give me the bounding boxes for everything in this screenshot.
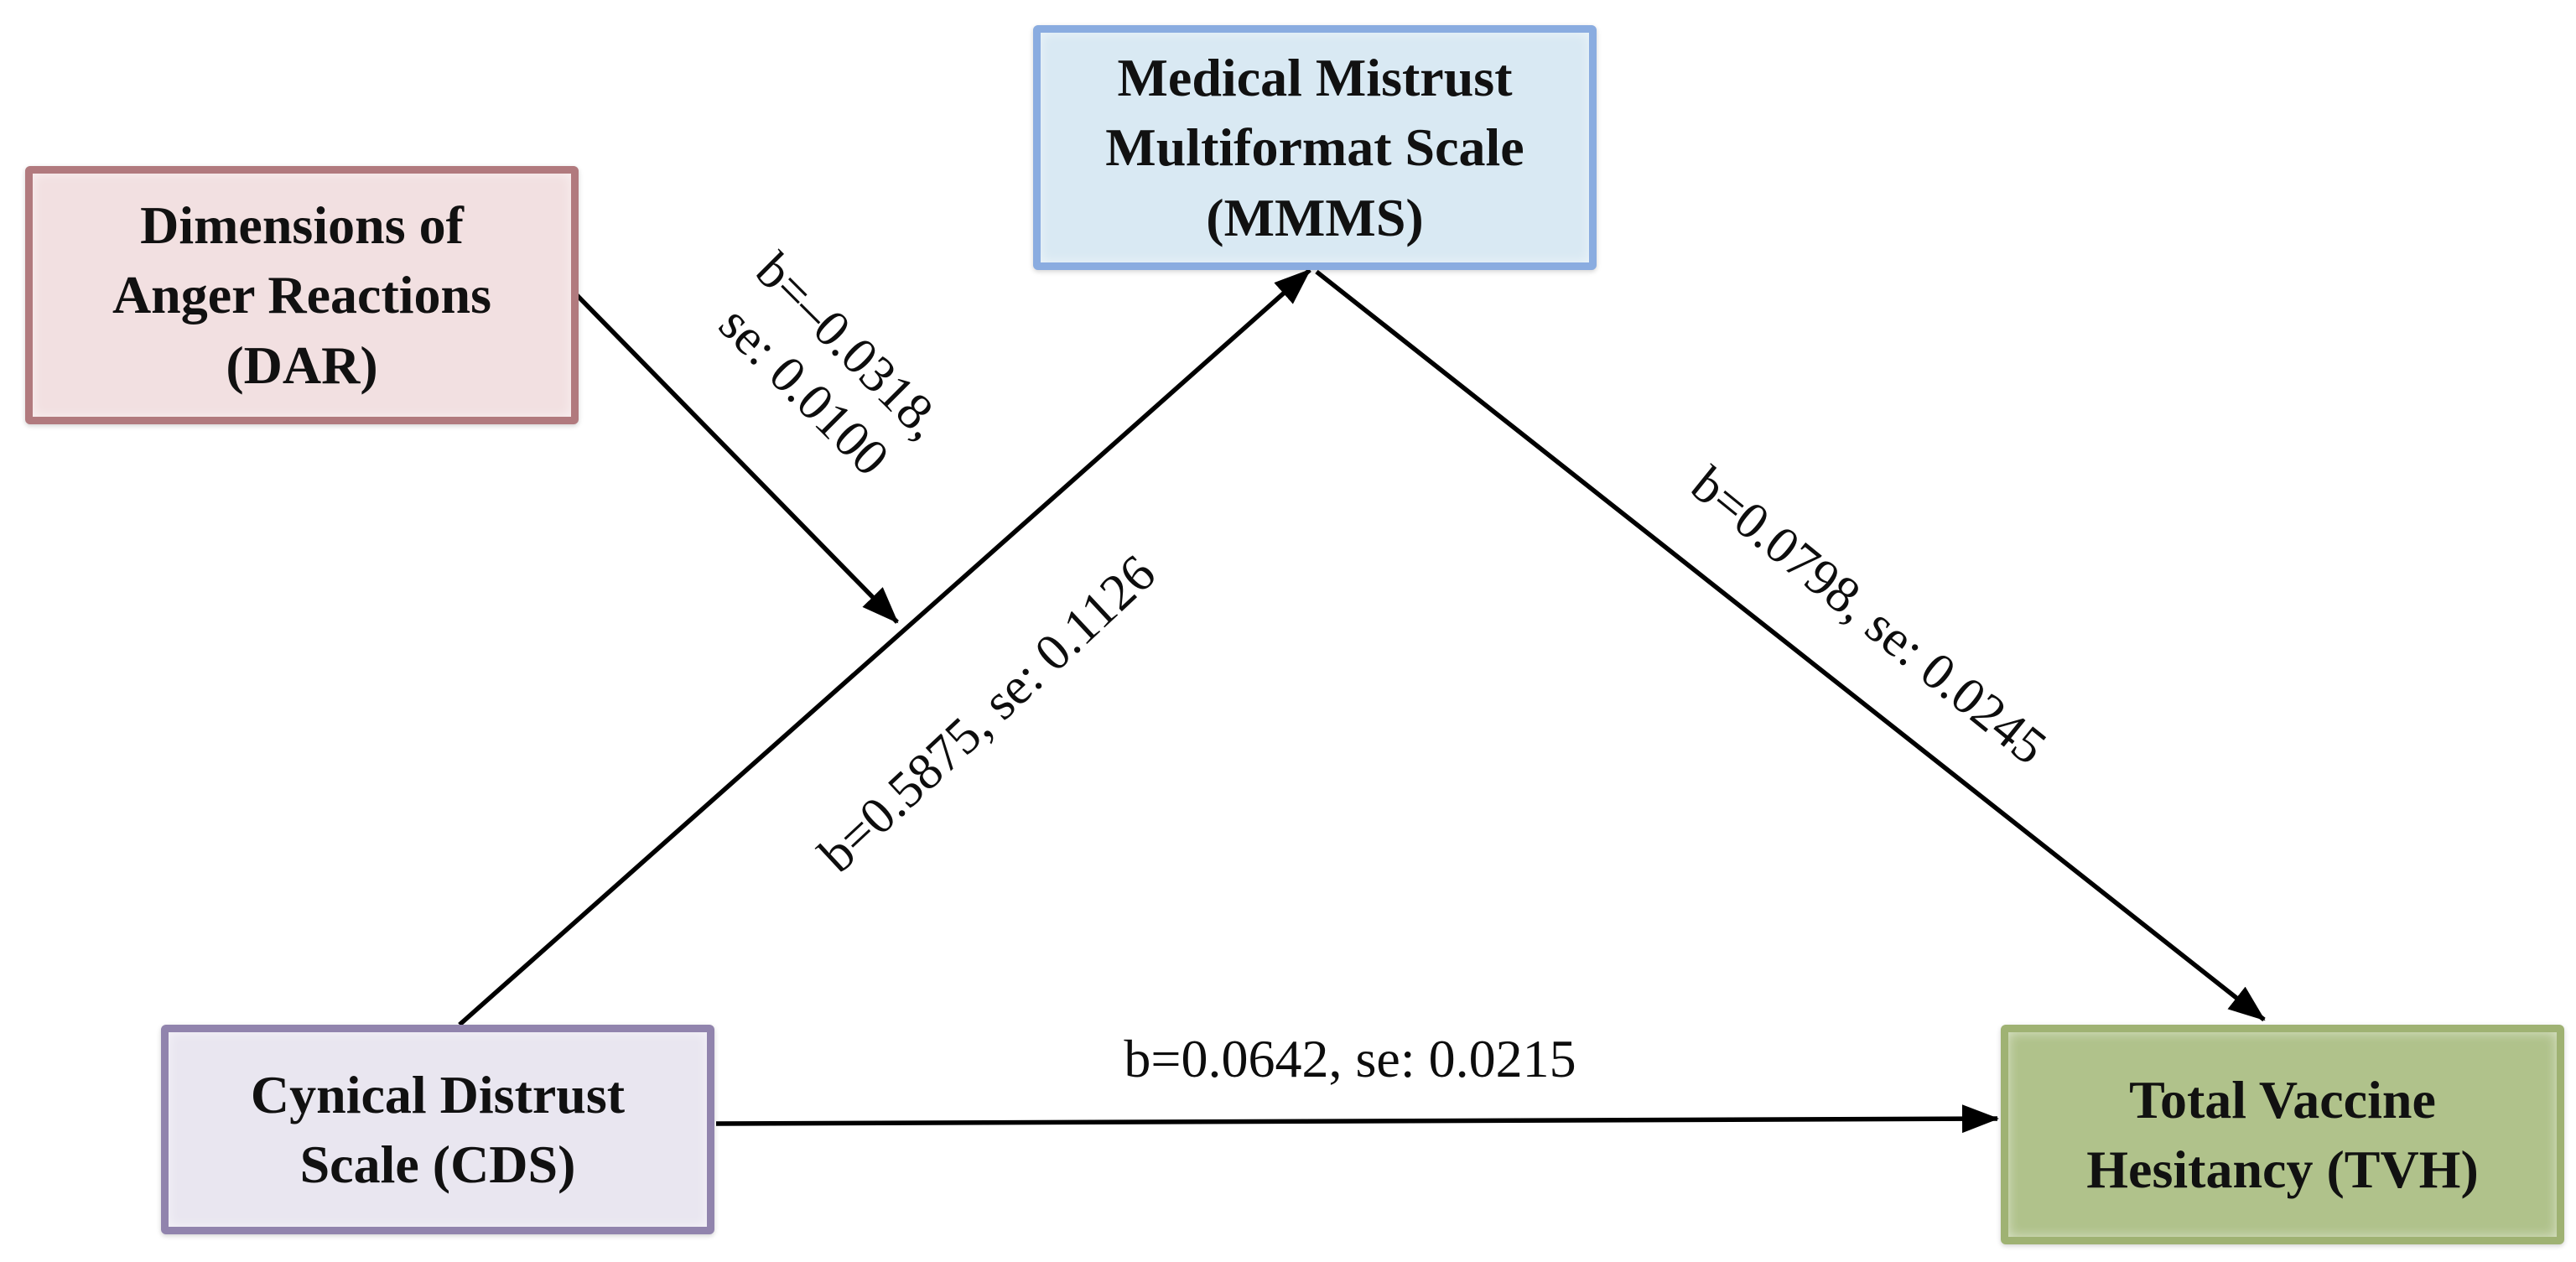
node-cynical-distrust-scale: Cynical Distrust Scale (CDS) [161, 1025, 714, 1234]
arrow-mmms-to-tvh [1315, 269, 2266, 1022]
arrow-cds-to-mmms [458, 267, 1311, 1027]
node-medical-mistrust-multiformat-scale: Medical Mistrust Multiformat Scale (MMMS… [1033, 25, 1597, 270]
arrow-dar-to-a-path [575, 293, 899, 624]
path-coefficient-cds-to-tvh: b=0.0642, se: 0.0215 [1124, 1028, 1576, 1088]
node-dimensions-of-anger-reactions: Dimensions of Anger Reactions (DAR) [25, 166, 579, 424]
arrow-cds-to-tvh [715, 1104, 1999, 1134]
node-total-vaccine-hesitancy: Total Vaccine Hesitancy (TVH) [2001, 1025, 2564, 1244]
